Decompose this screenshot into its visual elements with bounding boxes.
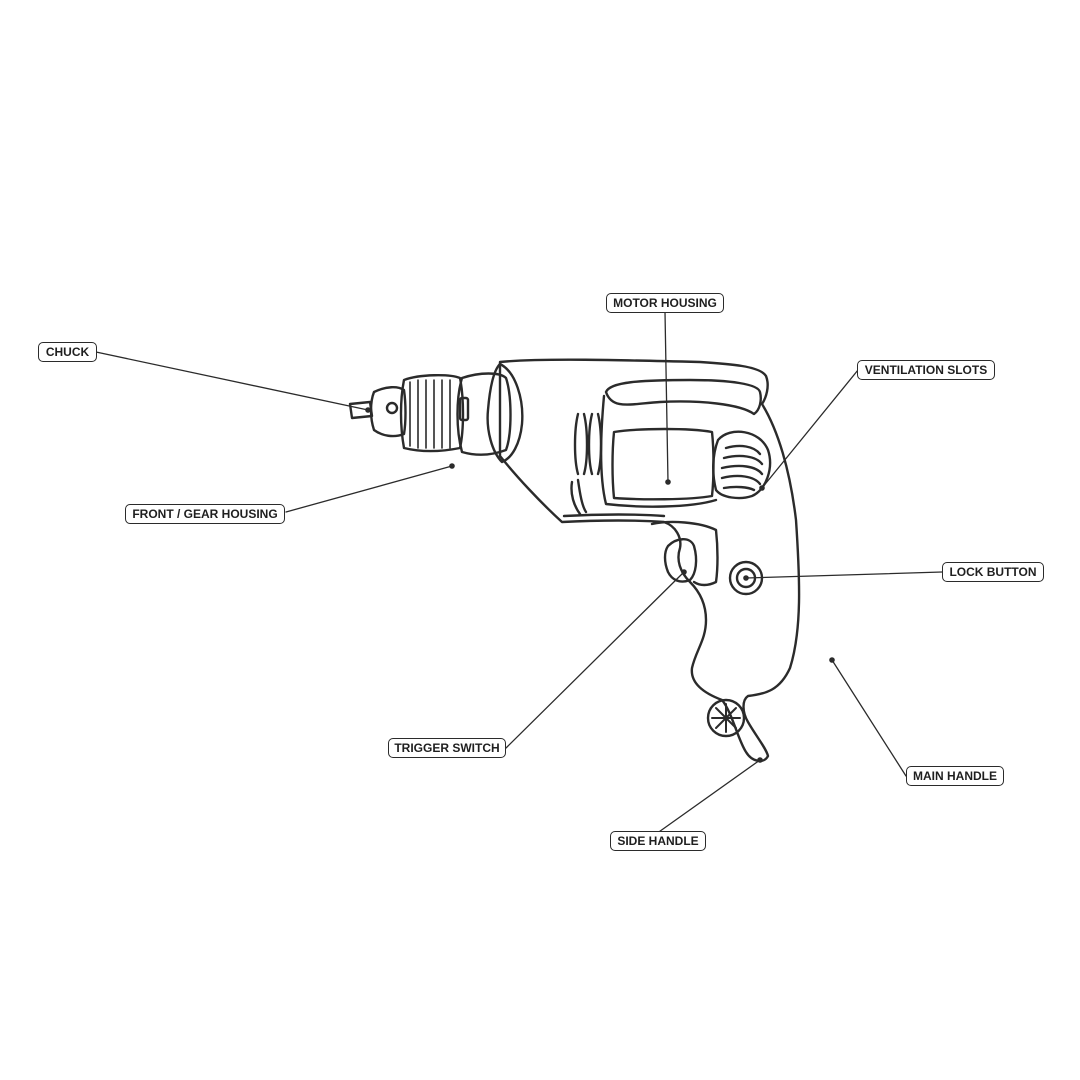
front-slot	[573, 412, 589, 476]
vent-slot	[720, 474, 762, 486]
side-handle-dial-teeth	[711, 703, 741, 733]
vent-slot	[722, 454, 764, 466]
chuck-shoulder	[458, 396, 470, 422]
label-chuck: CHUCK	[38, 342, 97, 362]
label-front-gear-housing: FRONT / GEAR HOUSING	[125, 504, 285, 524]
body-groove	[562, 513, 666, 518]
leader-side-handle	[655, 759, 761, 835]
gear-housing-collar	[486, 362, 524, 464]
label-ventilation-slots: VENTILATION SLOTS	[857, 360, 995, 380]
chuck-key-hole	[385, 401, 399, 415]
handle-top-panel	[604, 378, 762, 416]
trigger	[663, 538, 698, 583]
trigger-guard	[650, 520, 719, 587]
side-handle-dial	[706, 698, 746, 738]
leader-dot	[665, 479, 671, 485]
leader-dot	[829, 657, 835, 663]
chuck-sleeve	[399, 374, 465, 453]
vent-slot	[724, 444, 762, 456]
leader-chuck	[95, 351, 369, 411]
leader-front-gear-housing	[285, 465, 453, 513]
leader-dot	[743, 575, 749, 581]
drill-bit-tip	[348, 400, 374, 420]
leader-main-handle	[831, 659, 907, 777]
chuck-knurling	[409, 379, 451, 449]
leader-dot	[759, 485, 765, 491]
gear-housing-ring	[456, 372, 512, 456]
ventilation-grille	[712, 430, 772, 500]
drill-body-outline	[498, 358, 801, 763]
front-slot	[570, 478, 588, 516]
handle-inner-contour	[600, 394, 718, 508]
motor-housing-plate	[611, 427, 715, 501]
leader-ventilation-slots	[761, 369, 859, 489]
chuck-nose	[369, 386, 407, 438]
label-trigger-switch: TRIGGER SWITCH	[388, 738, 506, 758]
label-main-handle: MAIN HANDLE	[906, 766, 1004, 786]
leader-trigger-switch	[505, 571, 685, 749]
leader-lock-button	[745, 571, 943, 579]
label-side-handle: SIDE HANDLE	[610, 831, 706, 851]
leader-dot	[681, 569, 687, 575]
front-slot	[587, 412, 603, 476]
label-lock-button: LOCK BUTTON	[942, 562, 1044, 582]
leader-dot	[449, 463, 455, 469]
label-motor-housing: MOTOR HOUSING	[606, 293, 724, 313]
vent-slot	[722, 485, 756, 492]
leader-dot	[757, 757, 763, 763]
vent-slot	[720, 464, 764, 476]
leader-motor-housing	[664, 311, 669, 483]
leader-dot	[365, 407, 371, 413]
